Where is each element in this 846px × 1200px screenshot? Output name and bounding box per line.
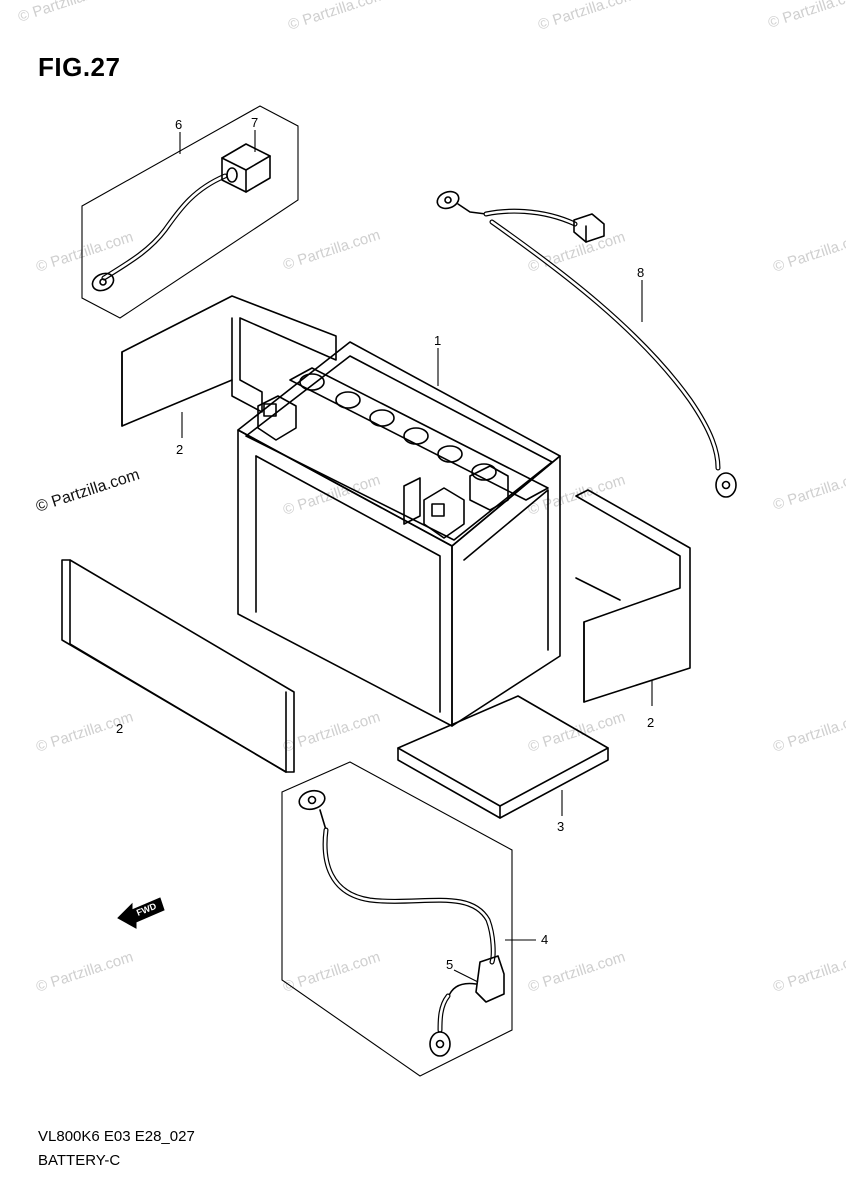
ring-terminal-icon (436, 190, 460, 210)
tray-pad (397, 695, 609, 819)
watermark: © Partzilla.com (16, 0, 117, 26)
battery-terminal-negative-icon (423, 487, 465, 539)
watermark: © Partzilla.com (526, 228, 627, 275)
watermark: © Partzilla.com (771, 708, 846, 755)
watermark: © Partzilla.com (34, 948, 135, 995)
watermark-dark: © Partzilla.com (34, 466, 142, 515)
group-box-positive-lead (81, 105, 299, 319)
watermark: © Partzilla.com (536, 0, 637, 34)
watermark: © Partzilla.com (281, 708, 382, 755)
battery-pad-top-left (121, 295, 337, 427)
terminal-cover-icon (447, 955, 505, 1003)
watermark: © Partzilla.com (766, 0, 846, 32)
connector-icon (573, 213, 605, 243)
negative-lead-group (281, 761, 513, 1077)
callout-2-right: 2 (647, 715, 654, 730)
battery-pad-right (575, 489, 691, 703)
callout-5: 5 (446, 957, 453, 972)
battery-pad-bottom-left (61, 559, 295, 773)
callout-8: 8 (637, 265, 644, 280)
watermark: © Partzilla.com (526, 708, 627, 755)
callout-1: 1 (434, 333, 441, 348)
watermark: © Partzilla.com (281, 948, 382, 995)
figure-title: FIG.27 (38, 52, 121, 82)
callout-7: 7 (251, 115, 258, 130)
group-box-negative-lead (281, 761, 513, 1077)
watermark: © Partzilla.com (771, 466, 846, 513)
ring-terminal-icon (715, 472, 737, 498)
watermark: © Partzilla.com (286, 0, 387, 34)
callout-2-bottom-left: 2 (116, 721, 123, 736)
lead-cap-icon (221, 143, 271, 193)
ring-terminal-icon (91, 272, 115, 292)
callout-6: 6 (175, 117, 182, 132)
watermark-layer: © Partzilla.com © Partzilla.com © Partzi… (16, 0, 846, 996)
watermark: © Partzilla.com (526, 948, 627, 995)
callout-3: 3 (557, 819, 564, 834)
watermark: © Partzilla.com (771, 228, 846, 275)
ring-terminal-icon (429, 1031, 451, 1057)
drawing-code: VL800K6 E03 E28_027 (38, 1128, 195, 1145)
watermark: © Partzilla.com (281, 226, 382, 273)
callout-4: 4 (541, 932, 548, 947)
callout-2-top-left: 2 (176, 442, 183, 457)
battery-terminal-positive-icon (257, 395, 297, 441)
watermark: © Partzilla.com (771, 948, 846, 995)
harness-lead (436, 190, 737, 498)
front-direction-arrow-icon: FWD (117, 897, 165, 929)
negative-lead-wire (322, 827, 496, 965)
battery-icon (237, 341, 561, 727)
ring-terminal-icon (298, 789, 326, 811)
positive-lead-group (81, 105, 299, 319)
positive-lead-wire (101, 173, 228, 281)
drawing-name: BATTERY-C (38, 1152, 121, 1169)
